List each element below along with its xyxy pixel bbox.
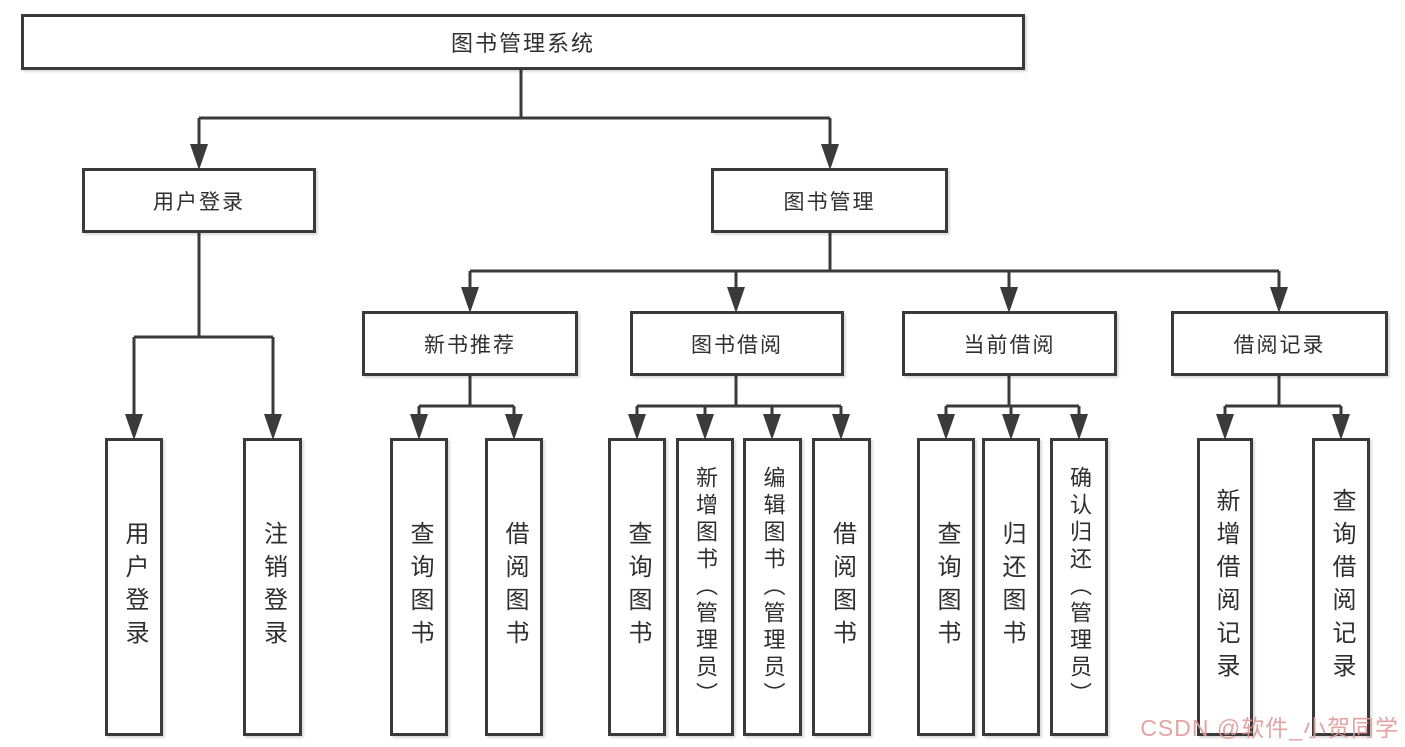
node-edit-books-admin: 编辑图书（管理员） — [743, 438, 802, 736]
node-label: 查询图书 — [406, 521, 433, 653]
node-return-books: 归还图书 — [982, 438, 1040, 736]
node-user-login-leaf: 用户登录 — [105, 438, 163, 736]
node-current-borrowing: 当前借阅 — [902, 311, 1117, 376]
node-borrow-books-1: 借阅图书 — [485, 438, 543, 736]
node-borrowing-records: 借阅记录 — [1171, 311, 1388, 376]
node-label: 注销登录 — [259, 521, 287, 653]
node-label: 确认归还（管理员） — [1067, 465, 1092, 709]
node-label: 当前借阅 — [963, 333, 1056, 357]
node-label: 借阅图书 — [828, 521, 856, 653]
node-query-books-3: 查询图书 — [917, 438, 975, 736]
node-confirm-return-admin: 确认归还（管理员） — [1050, 438, 1108, 736]
csdn-watermark: CSDN @软件_小贺同学 — [1140, 715, 1399, 741]
node-query-books-2: 查询图书 — [608, 438, 666, 736]
node-label: 新增图书（管理员） — [693, 465, 718, 709]
node-label: 查询借阅记录 — [1328, 488, 1355, 686]
node-book-management: 图书管理 — [711, 168, 948, 233]
node-label: 图书管理系统 — [450, 31, 595, 56]
node-label: 新书推荐 — [424, 333, 516, 357]
node-new-book-recommend: 新书推荐 — [362, 311, 578, 376]
node-query-books-1: 查询图书 — [390, 438, 448, 736]
node-label: 新增借阅记录 — [1212, 488, 1239, 686]
node-label: 编辑图书（管理员） — [760, 465, 786, 709]
node-label: 借阅记录 — [1233, 333, 1326, 357]
node-label: 图书借阅 — [691, 333, 783, 357]
node-user-login: 用户登录 — [82, 168, 316, 233]
node-label: 借阅图书 — [501, 521, 528, 653]
node-label: 查询图书 — [624, 521, 651, 653]
node-label: 图书管理 — [783, 190, 876, 214]
node-query-borrow-record: 查询借阅记录 — [1312, 438, 1370, 736]
node-logout: 注销登录 — [243, 438, 302, 736]
node-label: 查询图书 — [933, 521, 960, 653]
node-label: 用户登录 — [153, 190, 245, 214]
node-library-management-system: 图书管理系统 — [21, 14, 1025, 70]
node-label: 用户登录 — [121, 521, 148, 653]
node-add-books-admin: 新增图书（管理员） — [676, 438, 734, 736]
node-label: 归还图书 — [998, 521, 1025, 653]
node-borrow-books-2: 借阅图书 — [812, 438, 871, 736]
node-add-borrow-record: 新增借阅记录 — [1197, 438, 1253, 736]
node-book-borrowing: 图书借阅 — [630, 311, 844, 376]
